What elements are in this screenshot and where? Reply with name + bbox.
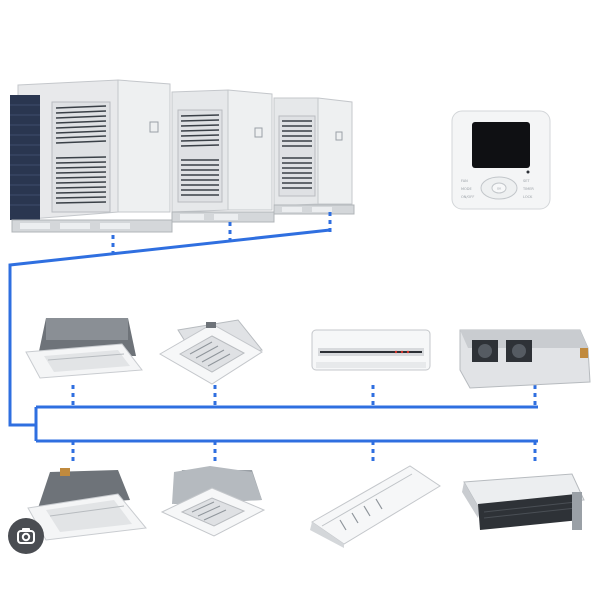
condenser-coil [10,95,40,220]
fan-grille [180,114,220,196]
indoor-unit-ceiling-floor [310,465,441,548]
wired-controller: OK FAN MODE ON/OFF SET TIMER LOCK [451,110,551,210]
indoor-row-2 [27,465,585,548]
main-pipe [8,228,331,427]
outdoor-unit-module-2 [171,89,275,223]
controller-button-label: ON/OFF [461,195,474,199]
fan-grille [55,105,107,204]
indoor-unit-ducted [459,329,591,389]
fan-grille [282,120,312,189]
indoor-unit-four-way-cassette [160,466,266,537]
indoor-unit-ceiling-cassette [25,318,143,379]
controller-button-label: MODE [461,187,472,191]
controller-button-label: FAN [461,179,468,183]
indoor-unit-slim-duct [462,473,585,530]
indoor-unit-wall-mounted [311,329,431,371]
controller-button-label: LOCK [523,195,533,199]
lens-search-icon[interactable] [8,518,44,554]
controller-center-label: OK [497,187,502,191]
controller-buttons: OK FAN MODE ON/OFF SET TIMER LOCK [461,176,534,200]
outdoor-unit-bank [10,79,355,233]
controller-button-label: TIMER [522,187,534,191]
indoor-row-1 [25,318,591,389]
controller-button-label: SET [523,179,530,183]
outdoor-unit-module-1 [10,79,173,233]
outdoor-unit-module-3 [273,97,355,215]
indoor-unit-four-way-cassette [158,319,263,385]
refrigerant-piping [8,212,538,465]
controller-screen [472,122,530,168]
lens-icon-glyph [17,528,35,544]
indoor-unit-ceiling-cassette [27,468,147,541]
